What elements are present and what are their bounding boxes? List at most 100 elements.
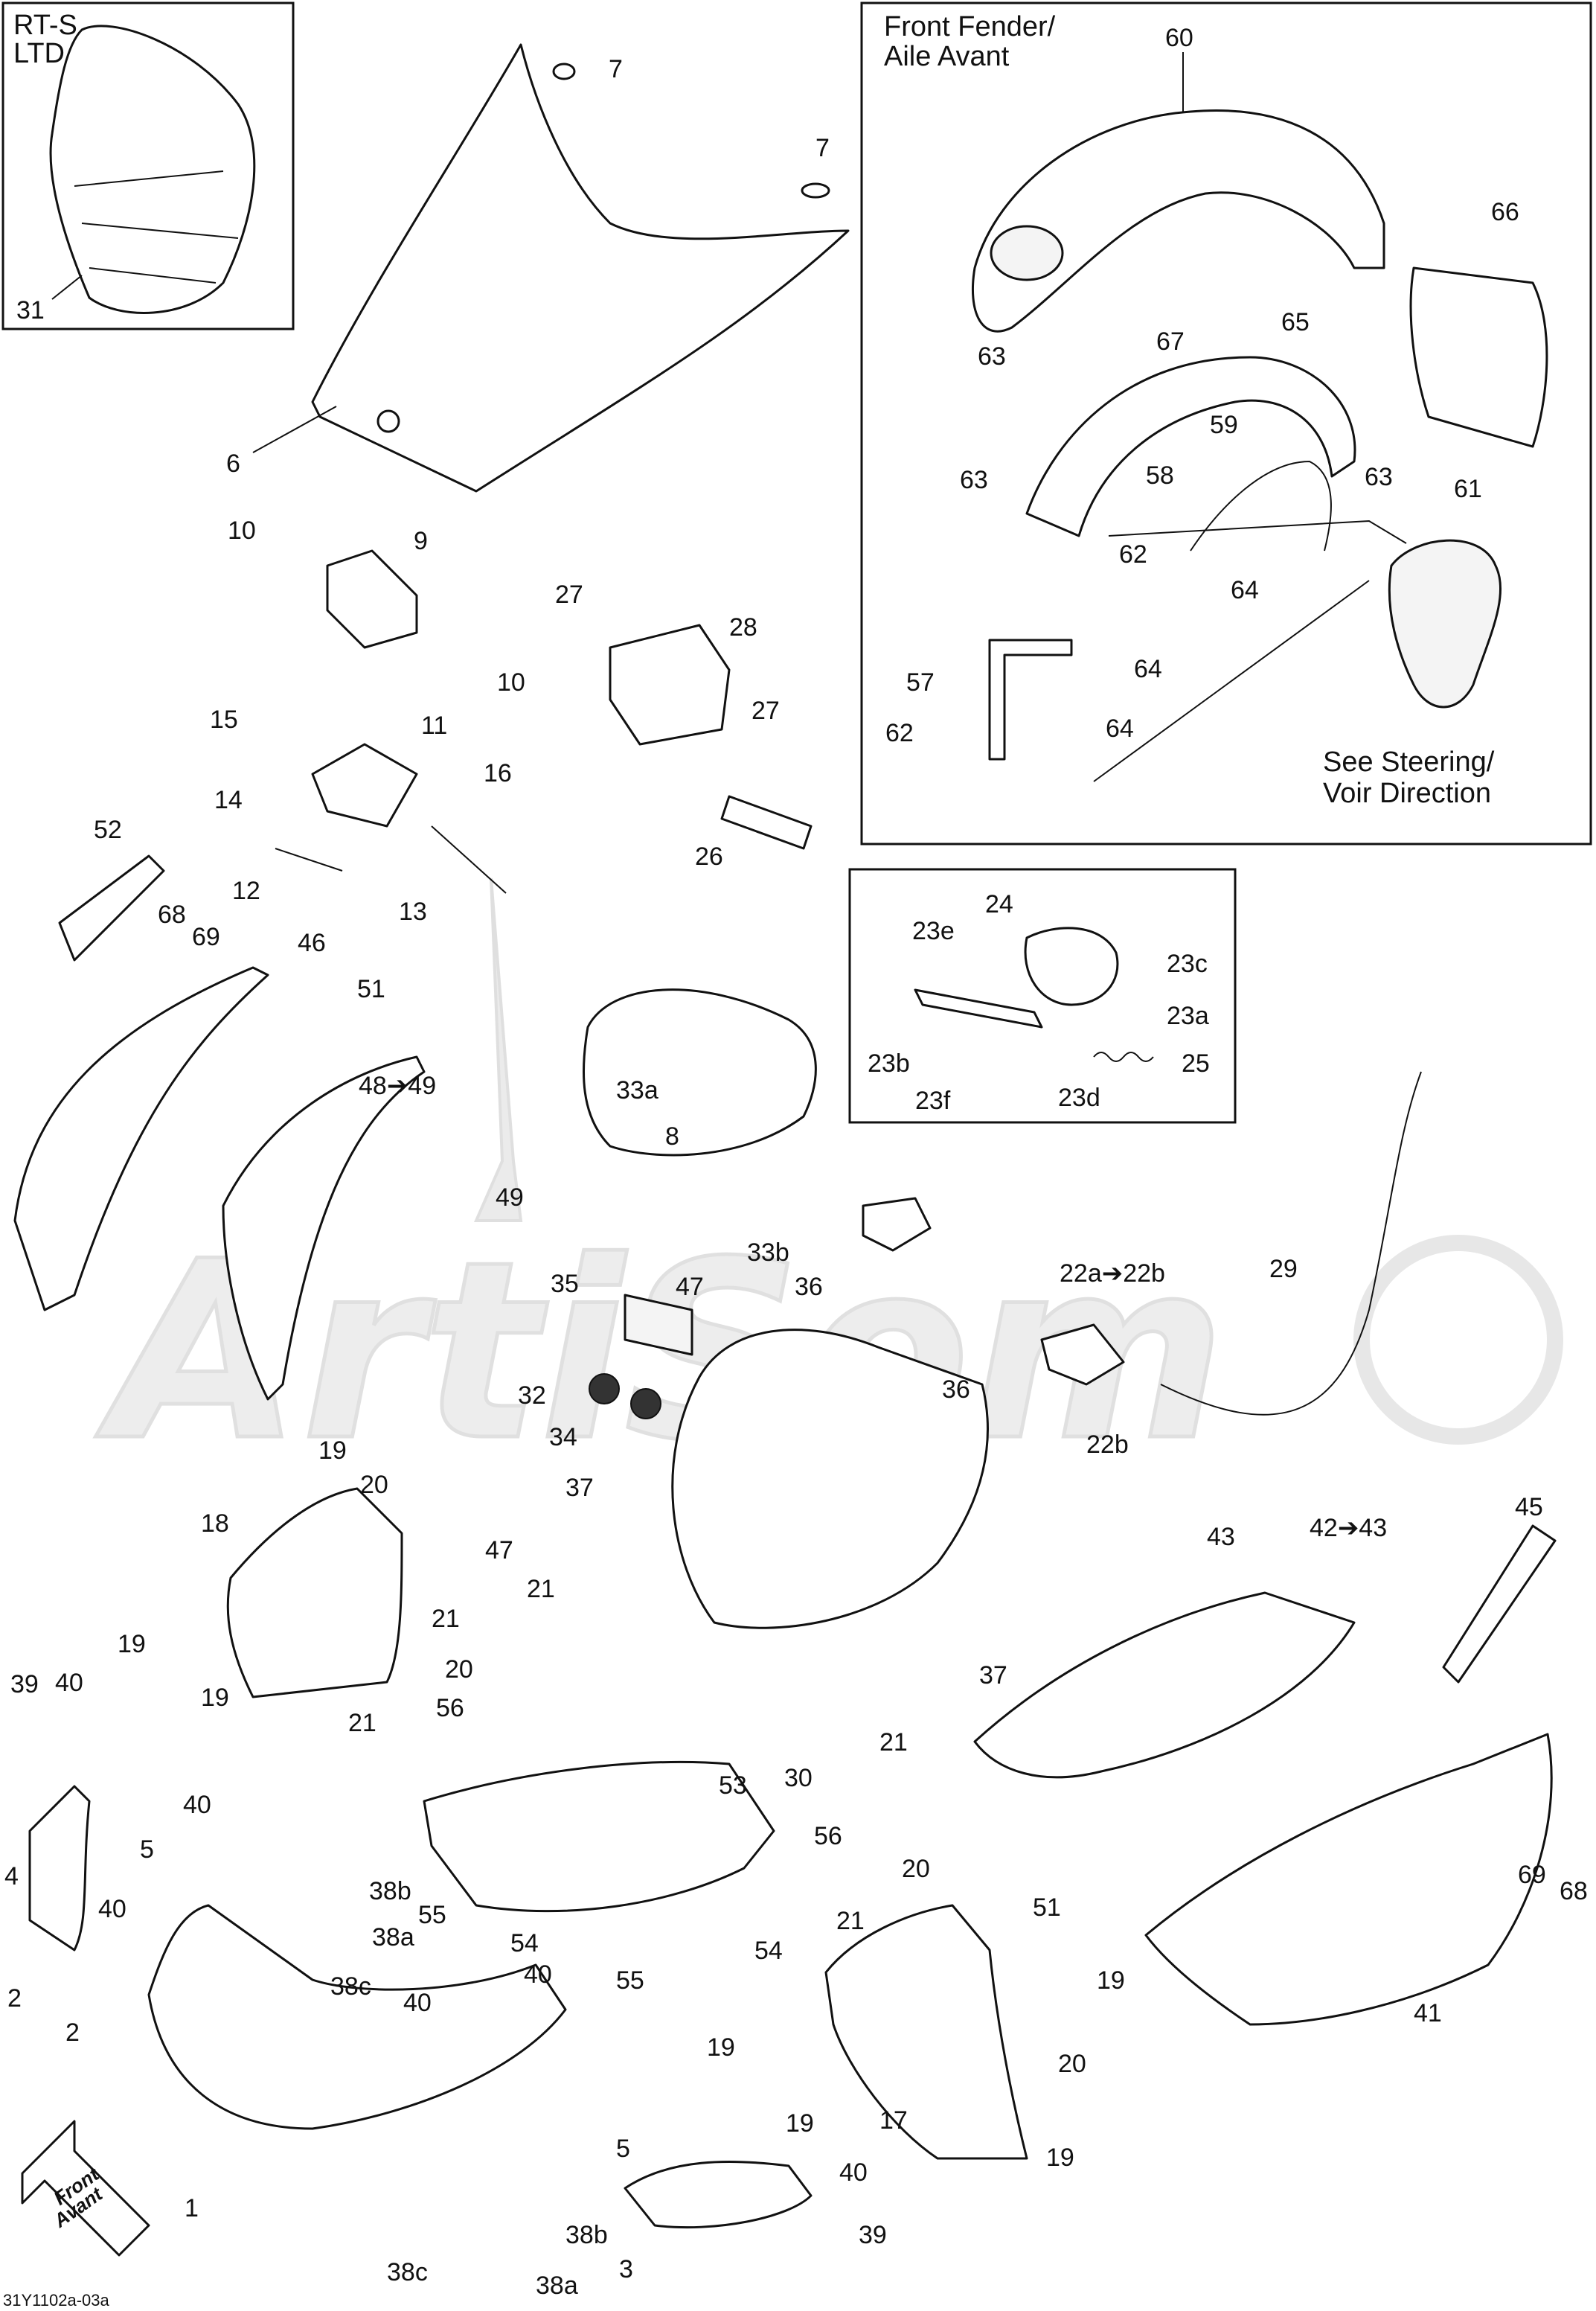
front-fascia-group: 39 40 40 5 4 40 38b 38a 38c 40 2 2 40 5 … xyxy=(4,1669,887,2300)
callout-39a: 39 xyxy=(10,1670,39,1698)
callout-47b: 47 xyxy=(485,1536,513,1564)
fender-dash-links xyxy=(1093,520,1407,782)
callout-67: 67 xyxy=(1156,327,1185,356)
callout-48: 48➔49 xyxy=(359,1072,436,1100)
throttle-inset: 24 23e 23c 23a 23b 25 23f 23d xyxy=(848,868,1237,1124)
front-arrow-shape xyxy=(21,2120,150,2257)
callout-61: 61 xyxy=(1454,475,1482,503)
callout-20d: 20 xyxy=(1058,2050,1086,2078)
callout-63a: 63 xyxy=(978,342,1006,371)
callout-19c: 19 xyxy=(201,1684,229,1712)
callout-63c: 63 xyxy=(1365,463,1393,491)
callout-63b: 63 xyxy=(960,466,988,494)
vent-32a xyxy=(589,1373,620,1404)
callout-27b: 27 xyxy=(751,697,780,725)
rts-label: RT-S xyxy=(13,10,77,41)
callout-38ba: 38b xyxy=(369,1877,411,1905)
panel-41 xyxy=(1144,1733,1553,2026)
callout-64c: 64 xyxy=(1106,715,1134,743)
callout-40d: 40 xyxy=(524,1960,552,1989)
callout-9: 9 xyxy=(414,527,428,555)
callout-69a: 69 xyxy=(192,923,220,951)
callout-68a: 68 xyxy=(158,901,186,929)
callout-36b: 36 xyxy=(942,1375,970,1404)
callout-13: 13 xyxy=(399,898,427,926)
callout-22a: 22a➔22b xyxy=(1060,1259,1165,1288)
callout-56a: 56 xyxy=(436,1694,464,1722)
steering-knuckle xyxy=(1388,539,1502,709)
callout-19g: 19 xyxy=(1046,2144,1074,2172)
callout-36a: 36 xyxy=(795,1273,823,1301)
callout-10b: 10 xyxy=(497,668,525,697)
callout-47a: 47 xyxy=(676,1273,704,1301)
front-fender-title-1: Front Fender/ xyxy=(884,11,1056,42)
callout-38ab: 38a xyxy=(536,2272,578,2300)
callout-25: 25 xyxy=(1182,1049,1210,1078)
rts-ltd-frame xyxy=(1,1,295,330)
callout-55a: 55 xyxy=(418,1901,446,1929)
right-duct-group: 20 21 19 19 20 17 19 19 xyxy=(707,1855,1125,2172)
callout-6: 6 xyxy=(226,450,240,478)
callout-51a: 51 xyxy=(357,975,385,1003)
callout-30: 30 xyxy=(784,1764,813,1792)
front-arrow: Front Avant xyxy=(21,2120,150,2257)
watermark-wheel xyxy=(1353,1235,1563,1445)
gauge-35 xyxy=(624,1294,693,1356)
windshield-hole xyxy=(376,409,400,433)
callout-69b: 69 xyxy=(1518,1861,1546,1889)
seal-group: 33a 8 xyxy=(582,988,817,1157)
callout-60: 60 xyxy=(1165,24,1193,52)
callout-18: 18 xyxy=(201,1509,229,1538)
callout-54b: 54 xyxy=(754,1937,783,1965)
callout-8: 8 xyxy=(665,1122,679,1151)
leader-31 xyxy=(51,275,83,300)
callout-37a: 37 xyxy=(565,1474,594,1502)
callout-10a: 10 xyxy=(228,517,256,545)
callout-62b: 62 xyxy=(885,719,914,747)
callout-33b: 33b xyxy=(747,1238,789,1267)
callout-38bb: 38b xyxy=(565,2221,608,2249)
callout-7a: 7 xyxy=(609,55,623,83)
left-duct-group: 19 20 18 21 19 20 19 21 xyxy=(118,1436,473,1737)
glovebox-latch-group: 27 28 27 26 xyxy=(555,581,813,871)
cable-29 xyxy=(1160,1071,1422,1416)
throttle-spring-25 xyxy=(1093,1052,1154,1062)
callout-40f: 40 xyxy=(839,2158,868,2187)
panel-45 xyxy=(1442,1524,1557,1684)
main-body-group: 33b 35 47 36 22a➔22b 29 36 22b 32 34 37 … xyxy=(485,1071,1422,1792)
bracket-9 xyxy=(326,549,418,649)
callout-57: 57 xyxy=(906,668,935,697)
body-30 xyxy=(671,1329,989,1629)
fender-bracket-59 xyxy=(1025,356,1356,537)
callout-21a: 21 xyxy=(527,1575,555,1603)
duct-17 xyxy=(824,1904,1028,2160)
callout-19e: 19 xyxy=(707,2033,735,2062)
callout-28: 28 xyxy=(729,613,757,642)
left-side-panels: 52 68 69 46 51 48➔49 49 xyxy=(13,816,524,1401)
callout-38cb: 38c xyxy=(387,2258,428,2286)
ltd-label: LTD xyxy=(13,38,65,69)
gauge-mount-group: 9 10 10 11 15 16 14 12 13 xyxy=(210,517,525,926)
callout-1: 1 xyxy=(185,2194,199,2222)
callout-43: 43 xyxy=(1207,1523,1235,1551)
callout-59: 59 xyxy=(1210,411,1238,439)
callout-68b: 68 xyxy=(1560,1877,1588,1905)
callout-31: 31 xyxy=(16,296,45,325)
callout-4: 4 xyxy=(4,1862,19,1890)
callout-64b: 64 xyxy=(1134,655,1162,683)
callout-40a: 40 xyxy=(55,1669,83,1697)
callout-40b: 40 xyxy=(183,1791,211,1819)
callout-62a: 62 xyxy=(1119,540,1147,569)
leader-6 xyxy=(252,406,337,453)
callout-19d: 19 xyxy=(1097,1966,1125,1995)
fascia-1 xyxy=(147,1904,567,2130)
rts-windshield-detail xyxy=(74,170,239,284)
callout-7b: 7 xyxy=(815,134,830,162)
callout-11: 11 xyxy=(421,712,447,740)
callout-32: 32 xyxy=(518,1381,546,1410)
fender-side-61 xyxy=(1409,266,1548,448)
throttle-body-24 xyxy=(1024,927,1119,1006)
callout-40e: 40 xyxy=(403,1989,432,2017)
callout-14: 14 xyxy=(214,786,243,814)
